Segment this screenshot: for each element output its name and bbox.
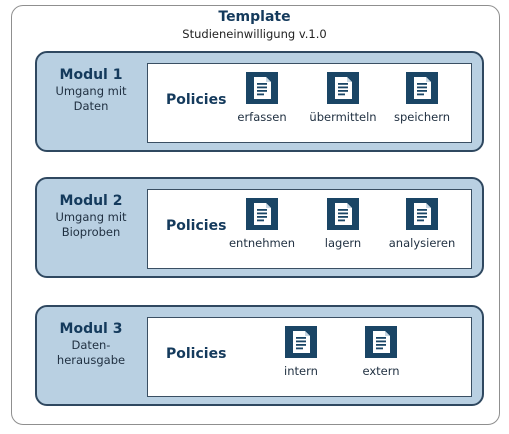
module-2-label: Modul 2 Umgang mit Bioproben <box>37 193 145 240</box>
policy-label: übermitteln <box>309 110 377 124</box>
module-2-description: Umgang mit Bioproben <box>55 210 127 239</box>
policy-lagern: lagern <box>301 198 385 250</box>
document-icon <box>285 326 317 358</box>
document-icon <box>327 198 359 230</box>
module-1-description: Umgang mit Daten <box>55 84 127 113</box>
document-icon <box>246 72 278 104</box>
module-1-policies-panel: Policies erfassen übermitteln speichern <box>147 63 472 143</box>
module-3: Modul 3 Daten- herausgabe Policies inter… <box>35 305 484 406</box>
policy-extern: extern <box>339 326 423 378</box>
policy-label: entnehmen <box>228 236 296 250</box>
document-icon <box>406 198 438 230</box>
policy-label: erfassen <box>237 110 287 124</box>
module-1-name: Modul 1 <box>59 67 123 83</box>
policy-intern: intern <box>259 326 343 378</box>
policy-uebermitteln: übermitteln <box>301 72 385 124</box>
policy-label: intern <box>284 364 318 378</box>
module-1-label: Modul 1 Umgang mit Daten <box>37 67 145 114</box>
policy-erfassen: erfassen <box>220 72 304 124</box>
module-3-label: Modul 3 Daten- herausgabe <box>37 321 145 368</box>
document-icon <box>406 72 438 104</box>
module-3-policies-panel: Policies intern extern <box>147 317 472 397</box>
module-2: Modul 2 Umgang mit Bioproben Policies en… <box>35 177 484 278</box>
document-icon <box>327 72 359 104</box>
module-1: Modul 1 Umgang mit Daten Policies erfass… <box>35 51 484 152</box>
module-3-description: Daten- herausgabe <box>56 338 126 367</box>
template-title: Template <box>218 9 291 25</box>
policy-label: lagern <box>324 236 362 250</box>
document-icon <box>365 326 397 358</box>
module-2-policies-panel: Policies entnehmen lagern analysieren <box>147 189 472 269</box>
policy-label: speichern <box>393 110 451 124</box>
module-3-policies-label: Policies <box>166 346 227 362</box>
template-subtitle: Studieneinwilligung v.1.0 <box>182 27 327 41</box>
module-2-policies-label: Policies <box>166 218 227 234</box>
policy-label: analysieren <box>388 236 456 250</box>
policy-analysieren: analysieren <box>380 198 464 250</box>
module-1-policies-label: Policies <box>166 92 227 108</box>
document-icon <box>246 198 278 230</box>
policy-speichern: speichern <box>380 72 464 124</box>
module-3-name: Modul 3 <box>59 321 123 337</box>
policy-label: extern <box>362 364 400 378</box>
policy-entnehmen: entnehmen <box>220 198 304 250</box>
module-2-name: Modul 2 <box>59 193 123 209</box>
